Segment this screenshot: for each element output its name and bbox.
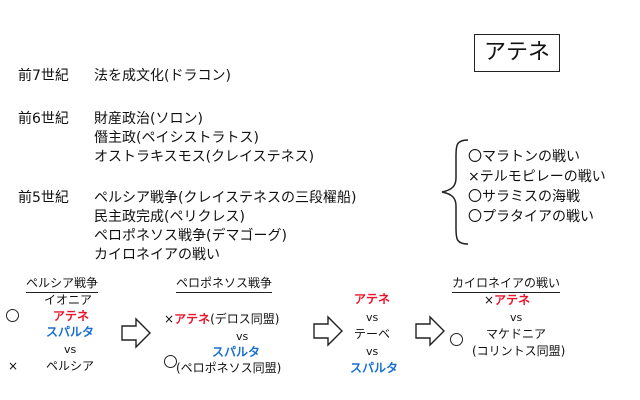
persian-ionia: イオニア [44,293,93,307]
persian-vs: vs [64,343,77,356]
item-chaeronea: カイロネイアの戦い [94,247,220,263]
middle-sparta: スパルタ [350,361,399,375]
page-title: アテネ [474,34,560,72]
middle-athens: アテネ [354,292,391,306]
peloponnesian-sparta: スパルタ [212,345,261,359]
item-pericles: 民主政完成(ペリクレス) [94,209,245,225]
battle-salamis: 〇サラミスの海戦 [468,189,580,205]
middle-thebes: テーベ [354,327,391,341]
item-peloponnesian-war: ペロポネソス戦争(デマゴーグ) [94,228,287,244]
persian-athens: アテネ [53,309,90,323]
arrow-right-icon [415,315,445,347]
chaeronea-vs: vs [510,311,523,324]
arrow-right-icon [313,315,343,347]
persian-loser-mark: × [8,359,19,373]
chaeronea-corinth: (コリントス同盟) [472,344,566,358]
winner-circle-icon [6,309,19,322]
battle-thermopylae: ×テルモピレーの戦い [468,169,606,185]
persian-sparta: スパルタ [46,325,95,339]
middle-vs-1: vs [366,311,379,324]
item-peisistratos: 僭主政(ペイシストラトス) [94,130,259,146]
item-ostracism: オストラキスモス(クレイステネス) [94,149,315,165]
era-6th-century: 前6世紀 [18,111,69,127]
winner-circle-icon [450,333,463,346]
item-persian-war: ペルシア戦争(クレイステネスの三段櫂船) [94,190,357,206]
battle-plataea: 〇プラタイアの戦い [468,209,594,225]
item-draco-law: 法を成文化(ドラコン) [94,68,231,84]
battle-marathon: 〇マラトンの戦い [468,149,580,165]
middle-vs-2: vs [366,345,379,358]
chaeronea-heading: カイロネイアの戦い [452,276,561,293]
item-solon: 財産政治(ソロン) [94,111,203,127]
chaeronea-macedonia: マケドニア [486,327,547,341]
peloponnesian-war-heading: ペロポネソス戦争 [176,276,273,293]
peloponnesian-vs: vs [236,330,249,343]
persian-war-heading: ペルシア戦争 [26,276,99,293]
chaeronea-athens-line: ×アテネ [484,293,531,307]
era-5th-century: 前5世紀 [18,190,69,206]
era-7th-century: 前7世紀 [18,68,69,84]
peloponnesian-athens-line: ×アテネ(デロス同盟) [164,312,280,326]
persian-persia: ペルシア [46,359,95,373]
arrow-right-icon [121,317,151,349]
winner-circle-icon [164,355,177,368]
peloponnesian-league: (ペロポネソス同盟) [176,361,282,375]
